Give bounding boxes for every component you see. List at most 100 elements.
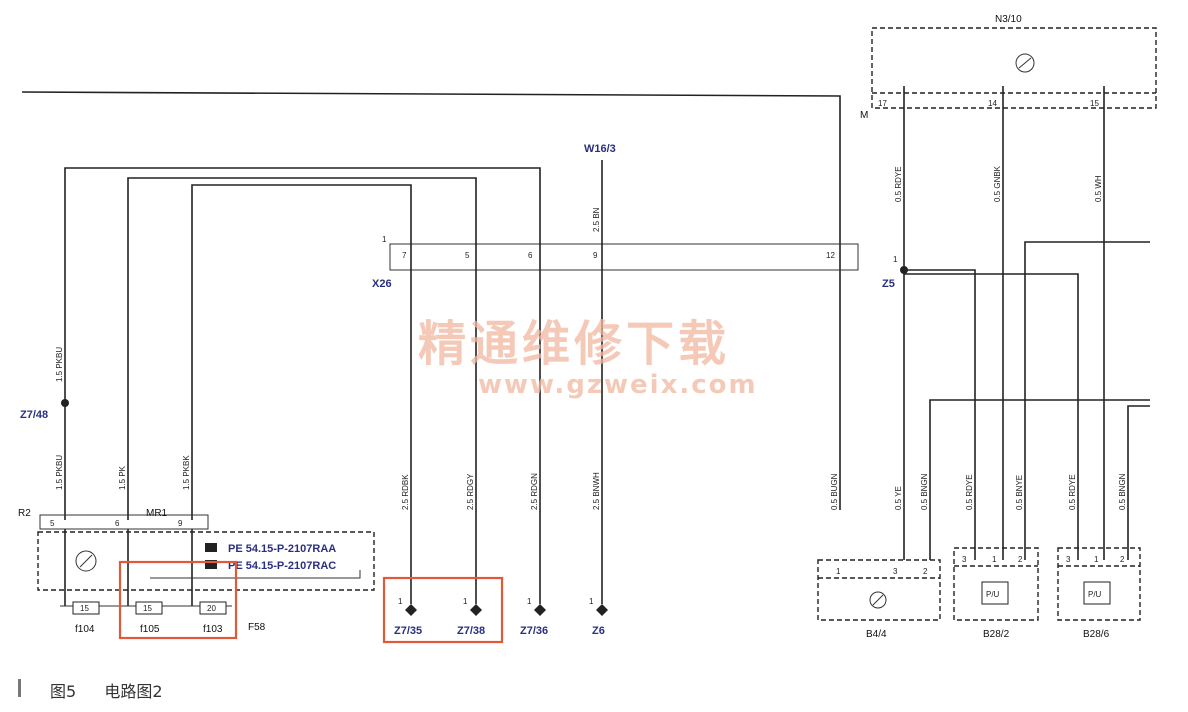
wire-label-bn: 2.5 BN xyxy=(592,207,601,232)
ground-w16-3-label: W16/3 xyxy=(584,143,616,155)
wire-bnye-b282 xyxy=(1024,241,1150,560)
wire-label-pk: 1.5 PK xyxy=(118,465,127,490)
b282-pin-1: 1 xyxy=(992,555,997,564)
z6-pin: 1 xyxy=(589,597,594,606)
pressure-sensor-icon xyxy=(981,581,1009,605)
wire-label-bugn-b44: 0.5 BUGN xyxy=(830,473,839,510)
x26-pin-5: 5 xyxy=(465,251,470,260)
wire-label-rdye-b286: 0.5 RDYE xyxy=(1068,474,1077,510)
x26-pin-7: 7 xyxy=(402,251,407,260)
z7-36-pin: 1 xyxy=(527,597,532,606)
x26-pin-9: 9 xyxy=(593,251,598,260)
wire-label-rdye-top: 0.5 RDYE xyxy=(894,166,903,202)
wire-pkbk-rdbk xyxy=(191,184,412,604)
wire-label-rdgn: 2.5 RDGN xyxy=(530,473,539,510)
pin-15: 15 xyxy=(1090,99,1099,108)
fuse-f103-rating: 20 xyxy=(207,604,216,613)
doc-icon xyxy=(205,560,217,569)
ground-z7-35: 1 xyxy=(398,597,417,616)
fuse-feed-line xyxy=(150,570,361,579)
r2-pin-6: 6 xyxy=(115,519,120,528)
x26-pin-6: 6 xyxy=(528,251,533,260)
highlight-grounds xyxy=(382,576,504,644)
b44-pin-3: 3 xyxy=(893,567,898,576)
pe-reference-2: PE 54.15-P-2107RAC xyxy=(228,560,336,572)
b28-6-face: P/U xyxy=(1088,590,1102,599)
fuse-f105-label: f105 xyxy=(140,624,160,635)
wire-label-gnbk-top: 0.5 GNBK xyxy=(993,165,1002,202)
wire-label-ye-b44: 0.5 YE xyxy=(894,486,903,510)
fuse-f105 xyxy=(135,601,163,615)
ground-m-label: M xyxy=(860,110,868,121)
wire-label-pkbu-top: 1.5 PKBU xyxy=(55,347,64,382)
pin-14: 14 xyxy=(988,99,997,108)
component-b4-4 xyxy=(817,559,941,621)
wire-label-rdbk: 2.5 RDBK xyxy=(401,474,410,510)
component-b28-2 xyxy=(953,547,1039,621)
splice-z5-label: Z5 xyxy=(882,278,895,290)
component-b28-6-label: B28/6 xyxy=(1083,629,1110,640)
z7-38-pin: 1 xyxy=(463,597,468,606)
motor-icon xyxy=(1015,53,1035,73)
wire-label-pkbk: 1.5 PKBK xyxy=(182,455,191,490)
connector-x26-box xyxy=(389,243,859,271)
connector-r2-label: R2 xyxy=(18,508,31,519)
wire-pkbu-rdgn xyxy=(64,167,541,604)
component-b28-6 xyxy=(1057,547,1141,621)
z7-35-pin: 1 xyxy=(398,597,403,606)
module-n3-10-box xyxy=(871,27,1157,109)
wire-bngn-b44 xyxy=(929,399,1150,560)
b286-pin-2: 2 xyxy=(1120,555,1125,564)
connector-x26-label: X26 xyxy=(372,278,392,290)
b44-pin-1: 1 xyxy=(836,567,841,576)
splice-z7-48 xyxy=(61,399,69,407)
wire-label-wh-top: 0.5 WH xyxy=(1094,175,1103,202)
module-n3-10-label: N3/10 xyxy=(995,14,1022,25)
figure-number: 图5 xyxy=(50,682,77,701)
b286-pin-3: 3 xyxy=(1066,555,1071,564)
ground-z7-35-label: Z7/35 xyxy=(394,625,422,637)
watermark-title: 精通维修下载 xyxy=(418,316,730,372)
caption-bar xyxy=(18,679,21,697)
wire-bngn-b286 xyxy=(1127,405,1150,560)
mr1-pin-9: 9 xyxy=(178,519,183,528)
wire-z5-b286 xyxy=(904,273,1079,560)
fuse-f103-label: f103 xyxy=(203,624,223,635)
b44-pin-2: 2 xyxy=(923,567,928,576)
figure-caption: 图5 电路图2 xyxy=(50,678,163,702)
splice-z7-48-label: Z7/48 xyxy=(20,409,48,421)
fuse-box-f58-label: F58 xyxy=(248,622,266,633)
wire-label-bngn-b286: 0.5 BNGN xyxy=(1118,473,1127,510)
pe-reference-1: PE 54.15-P-2107RAA xyxy=(228,543,336,555)
figure-title: 电路图2 xyxy=(104,682,163,701)
fuse-box-f58 xyxy=(37,531,375,591)
ground-z7-36-label: Z7/36 xyxy=(520,625,548,637)
motor-icon xyxy=(75,550,97,572)
x26-pin-1: 1 xyxy=(382,235,387,244)
z5-pin-1: 1 xyxy=(893,255,898,264)
b282-pin-3: 3 xyxy=(962,555,967,564)
ground-z6-label: Z6 xyxy=(592,625,605,637)
x26-pin-12: 12 xyxy=(826,251,835,260)
wire-label-rdye-b282: 0.5 RDYE xyxy=(965,474,974,510)
wire-label-bngn-b44: 0.5 BNGN xyxy=(920,473,929,510)
b28-2-face: P/U xyxy=(986,590,1000,599)
b286-pin-1: 1 xyxy=(1094,555,1099,564)
pin-17: 17 xyxy=(878,99,887,108)
component-b4-4-label: B4/4 xyxy=(866,629,887,640)
wire-z5-b282 xyxy=(904,269,976,560)
fuse-f103 xyxy=(199,601,227,615)
ground-z7-38-label: Z7/38 xyxy=(457,625,485,637)
r2-pin-5: 5 xyxy=(50,519,55,528)
fuse-f104-label: f104 xyxy=(75,624,95,635)
wire-pk-rdgy xyxy=(127,177,477,604)
b282-pin-2: 2 xyxy=(1018,555,1023,564)
doc-icon xyxy=(205,543,217,552)
pressure-sensor-icon xyxy=(1083,581,1111,605)
ground-z6: 1 xyxy=(589,597,608,616)
ground-z7-38: 1 xyxy=(463,597,482,616)
top-bus-wire xyxy=(21,91,841,510)
wire-label-pkbu-bot: 1.5 PKBU xyxy=(55,455,64,490)
fuse-f104 xyxy=(72,601,100,615)
